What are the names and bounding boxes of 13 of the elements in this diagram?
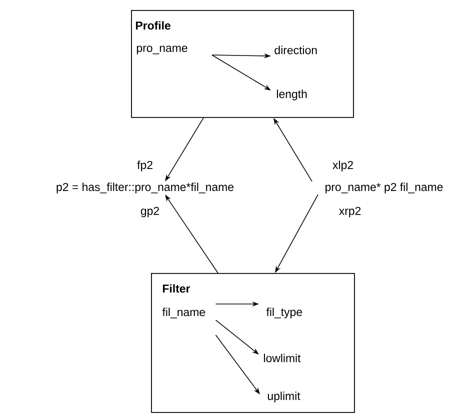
edge-label: xrp2 — [338, 206, 362, 218]
edge-label: xlp2 — [332, 160, 355, 172]
attribute-label: pro_name — [136, 46, 188, 54]
attribute-label: lowlimit — [264, 354, 301, 362]
attribute-label: direction — [274, 46, 317, 54]
edge-label: gp2 — [139, 206, 161, 218]
expression-label: p2 = has_filter::pro_name*fil_name — [56, 182, 234, 194]
edge-label: fp2 — [136, 160, 154, 172]
attribute-label: fil_name — [162, 308, 205, 318]
expression-label: pro_name* p2 fil_name — [326, 182, 443, 194]
attribute-label: fil_type — [266, 308, 302, 318]
attribute-label: length — [276, 90, 307, 100]
attribute-label: uplimit — [268, 392, 300, 402]
